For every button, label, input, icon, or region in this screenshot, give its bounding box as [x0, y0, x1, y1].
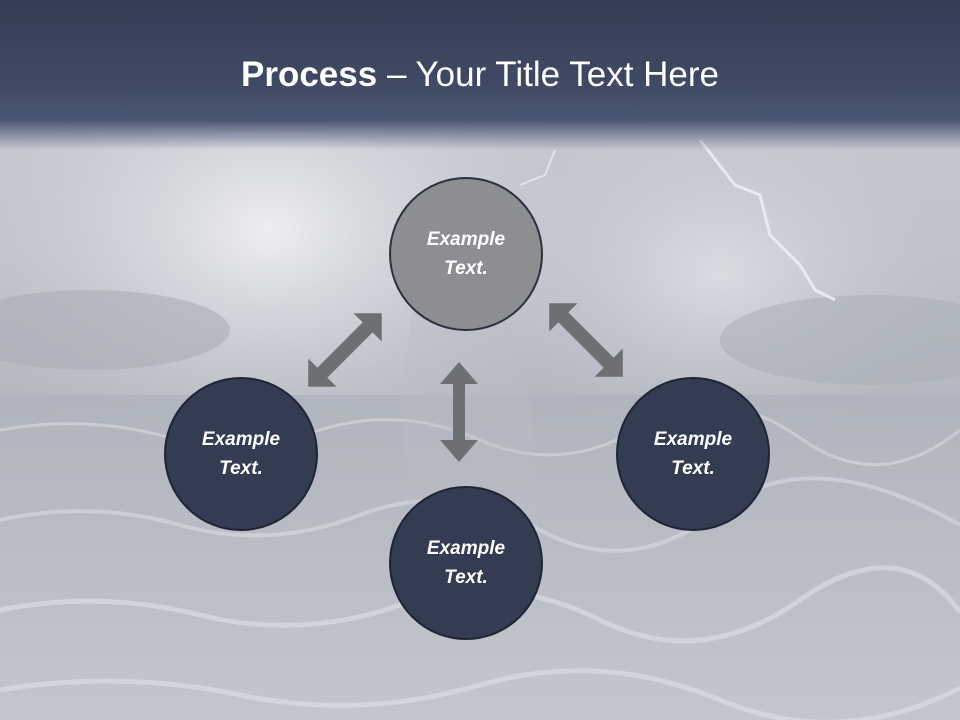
node-bottom: Example Text. — [389, 486, 543, 640]
slide-title: Process – Your Title Text Here — [0, 50, 960, 100]
node-bottom-label: Example Text. — [426, 538, 506, 588]
title-bar — [0, 0, 960, 150]
title-rest-part: – Your Title Text Here — [377, 55, 719, 94]
node-right-label: Example Text. — [653, 429, 733, 479]
vertical-double-arrow — [440, 362, 478, 462]
node-top-label: Example Text. — [426, 229, 506, 279]
node-right: Example Text. — [616, 377, 770, 531]
title-bold-part: Process — [241, 55, 378, 94]
left-diagonal-double-arrow — [308, 313, 382, 387]
node-left-label: Example Text. — [201, 429, 281, 479]
right-diagonal-double-arrow — [549, 303, 623, 377]
node-left: Example Text. — [164, 377, 318, 531]
node-top: Example Text. — [389, 177, 543, 331]
